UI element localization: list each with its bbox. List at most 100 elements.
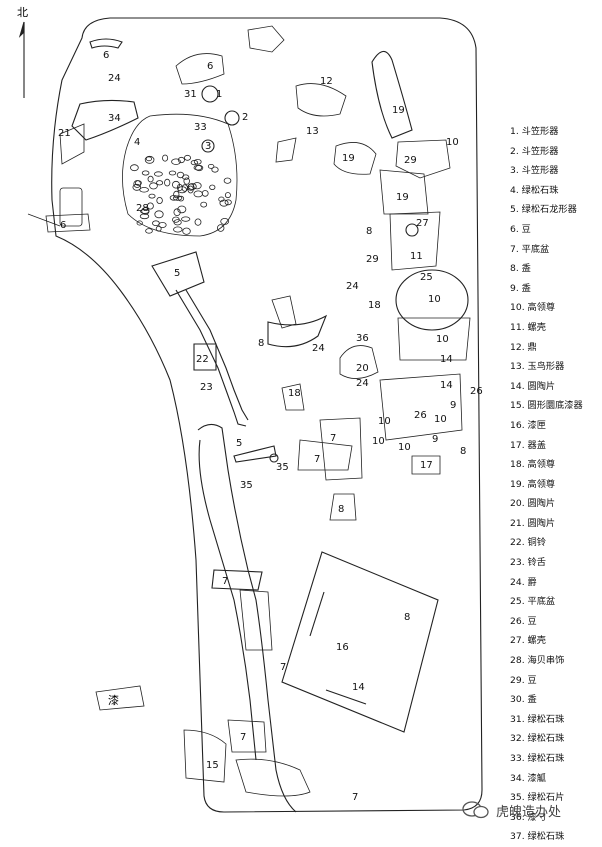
label-3: 3 — [205, 141, 211, 152]
label-1: 1 — [216, 89, 222, 100]
lacquer-patch — [95, 685, 145, 711]
legend-item: 26. 豆 — [510, 615, 537, 627]
cowrie-shell — [173, 208, 181, 217]
top-left-items — [45, 25, 377, 233]
cowrie-cluster — [122, 113, 238, 237]
cowrie-shell — [177, 186, 187, 194]
label-24: 24 — [108, 73, 121, 84]
legend-item: 18. 高领尊 — [510, 459, 556, 471]
legend-item: 30. 盉 — [510, 694, 537, 706]
cowrie-shell — [144, 155, 155, 164]
label-10: 10 — [436, 334, 449, 345]
cowrie-shell — [139, 213, 150, 220]
cowrie-shell — [141, 207, 150, 215]
label-20: 20 — [356, 363, 369, 374]
cowrie-shell — [173, 226, 183, 233]
round-lacquer — [183, 729, 227, 783]
legend-item: 15. 圆形圜底漆器 — [510, 400, 583, 412]
label-26: 26 — [414, 410, 427, 421]
legend-item: 34. 漆觚 — [510, 772, 546, 784]
lacquer-mark: 漆 — [108, 694, 119, 707]
cowrie-shell — [187, 183, 197, 190]
label-7: 7 — [280, 662, 286, 673]
cowrie-shell — [200, 201, 208, 208]
cowrie-shell — [177, 156, 185, 164]
legend-item: 2. 斗笠形器 — [510, 145, 559, 157]
legend-item: 11. 螺壳 — [510, 321, 546, 333]
label-19: 19 — [342, 153, 355, 164]
lacquer-box — [281, 551, 439, 733]
legend-item: 3. 斗笠形器 — [510, 165, 559, 177]
cowrie-shell — [211, 166, 219, 173]
cowrie-shell — [194, 218, 202, 226]
label-24: 24 — [312, 343, 325, 354]
legend-item: 29. 豆 — [510, 674, 537, 686]
legend-item: 10. 高领尊 — [510, 302, 556, 314]
cowrie-shell — [183, 154, 191, 161]
legend-item: 37. 绿松石珠 — [510, 831, 565, 843]
cowrie-shell — [130, 164, 139, 172]
cowrie-shell — [190, 160, 199, 166]
cowrie-shell — [136, 220, 143, 226]
cowrie-shell — [154, 210, 164, 219]
cowrie-shell — [192, 182, 202, 190]
legend-item: 20. 圆陶片 — [510, 498, 556, 510]
label-24: 24 — [346, 281, 359, 292]
label-4: 4 — [134, 137, 140, 148]
cowrie-shell — [168, 170, 177, 176]
legend-item: 22. 铜铃 — [510, 537, 546, 549]
label-10: 10 — [434, 414, 447, 425]
vessel-heap — [297, 50, 471, 521]
label-8: 8 — [460, 446, 466, 457]
label-8: 8 — [338, 504, 344, 515]
label-6: 6 — [207, 61, 213, 72]
cowrie-shell — [145, 156, 152, 162]
label-7: 7 — [314, 454, 320, 465]
tomb-pit-outline — [51, 17, 483, 813]
label-19: 19 — [392, 105, 405, 116]
label-16: 16 — [336, 642, 349, 653]
label-19: 19 — [396, 192, 409, 203]
cowrie-shell — [181, 184, 188, 192]
skeleton — [197, 423, 311, 813]
cowrie-shell — [193, 190, 203, 198]
legend-item: 4. 绿松石珠 — [510, 184, 559, 196]
lacquer-strip-left — [151, 251, 249, 427]
cowrie-shell — [183, 177, 190, 185]
legend-item: 6. 豆 — [510, 223, 531, 235]
cowrie-shell — [158, 221, 167, 228]
label-14: 14 — [440, 354, 453, 365]
legend-item: 21. 圆陶片 — [510, 517, 556, 529]
label-5: 5 — [174, 268, 180, 279]
cowrie-shell — [133, 180, 142, 188]
cowrie-shell — [187, 185, 194, 194]
legend-item: 36. 漆勺 — [510, 811, 546, 823]
label-10: 10 — [398, 442, 411, 453]
legend-item: 28. 海贝串饰 — [510, 655, 565, 667]
cowrie-shell — [182, 227, 191, 235]
cowrie-shell — [153, 171, 163, 177]
cowrie-shell — [220, 217, 230, 225]
label-8: 8 — [404, 612, 410, 623]
label-13: 13 — [306, 126, 319, 137]
label-25: 25 — [420, 272, 433, 283]
legend-item: 8. 盉 — [510, 263, 531, 275]
cowrie-shell — [149, 182, 158, 190]
legend-item: 13. 玉鸟形器 — [510, 361, 565, 373]
label-10: 10 — [446, 137, 459, 148]
label-12: 12 — [320, 76, 333, 87]
cowrie-shell — [216, 224, 225, 232]
legend-item: 12. 鼎 — [510, 341, 537, 353]
legend-item: 16. 漆匣 — [510, 419, 546, 431]
box-bar — [325, 689, 367, 705]
label-14: 14 — [352, 682, 365, 693]
cowrie-shell — [132, 183, 142, 191]
cowrie-shell — [201, 190, 209, 197]
label-17: 17 — [420, 460, 433, 471]
cowrie-shell — [162, 154, 169, 162]
label-8: 8 — [366, 226, 372, 237]
label-29: 29 — [404, 155, 417, 166]
legend-item: 17. 器盖 — [510, 439, 546, 451]
